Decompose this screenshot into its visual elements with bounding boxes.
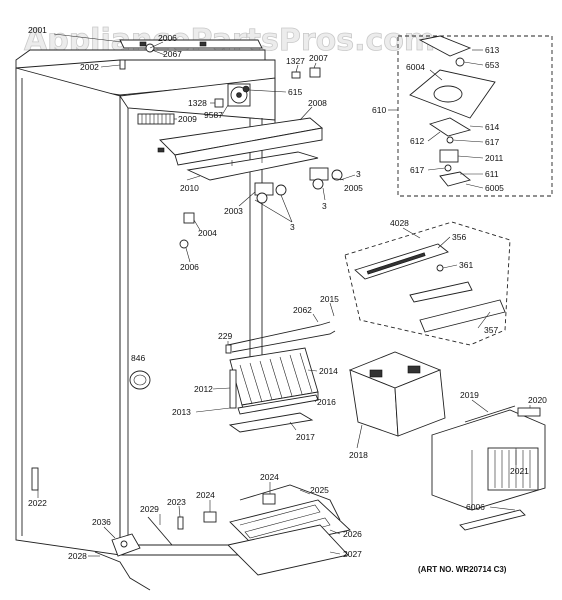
top-hinge-bracket xyxy=(119,39,263,49)
label-2012: 2012 xyxy=(194,384,213,394)
label-2008: 2008 xyxy=(308,98,327,108)
label-4028: 4028 xyxy=(390,218,409,228)
label-2024-right: 2024 xyxy=(260,472,279,482)
label-846: 846 xyxy=(131,353,145,363)
label-617-lower: 617 xyxy=(410,165,424,175)
art-number: (ART NO. WR20714 C3) xyxy=(418,565,507,574)
label-2017: 2017 xyxy=(296,432,315,442)
label-653: 653 xyxy=(485,60,499,70)
cabinet-case xyxy=(15,49,276,556)
label-2016: 2016 xyxy=(317,397,336,407)
label-3-middle: 3 xyxy=(322,201,327,211)
label-2022: 2022 xyxy=(28,498,47,508)
label-357: 357 xyxy=(484,325,498,335)
compressor-cover xyxy=(348,351,446,437)
heater-wire-2025 xyxy=(239,484,341,521)
vent-grille xyxy=(137,113,175,125)
label-2014: 2014 xyxy=(319,366,338,376)
label-2007: 2007 xyxy=(309,53,328,63)
label-617-upper: 617 xyxy=(485,137,499,147)
fan-bracket xyxy=(214,98,224,108)
label-2028: 2028 xyxy=(68,551,87,561)
label-615: 615 xyxy=(288,87,302,97)
grille-cap-2020 xyxy=(517,407,541,417)
label-2021: 2021 xyxy=(510,466,529,476)
fan-motor xyxy=(227,83,251,107)
light-socket-left xyxy=(254,182,287,204)
label-2002: 2002 xyxy=(80,62,99,72)
label-2018: 2018 xyxy=(349,450,368,460)
label-2020: 2020 xyxy=(528,395,547,405)
drain-cap-846 xyxy=(129,370,151,390)
harness-2028 xyxy=(94,551,151,591)
label-2005: 2005 xyxy=(344,183,363,193)
evaporator-cover xyxy=(157,117,324,166)
label-1327: 1327 xyxy=(286,56,305,66)
bracket-2024-right xyxy=(262,493,276,505)
base-grille xyxy=(431,409,546,511)
clip-229 xyxy=(225,344,232,354)
label-229: 229 xyxy=(218,331,232,341)
label-612: 612 xyxy=(410,136,424,146)
evaporator-plate xyxy=(186,151,319,181)
label-2019: 2019 xyxy=(460,390,479,400)
label-2026: 2026 xyxy=(343,529,362,539)
top-screw xyxy=(119,59,126,70)
label-2024-left: 2024 xyxy=(196,490,215,500)
leveling-leg-2022 xyxy=(31,467,39,491)
drier-2012 xyxy=(229,369,237,409)
label-2027: 2027 xyxy=(343,549,362,559)
condenser-tube-2015 xyxy=(231,330,336,353)
drain-pan-2027 xyxy=(227,524,349,576)
label-2015: 2015 xyxy=(320,294,339,304)
label-610: 610 xyxy=(372,105,386,115)
label-1328: 1328 xyxy=(188,98,207,108)
label-6004: 6004 xyxy=(406,62,425,72)
drain-pan-2017 xyxy=(228,412,314,433)
label-6005: 6005 xyxy=(485,183,504,193)
label-2006: 2006 xyxy=(158,33,177,43)
label-614: 614 xyxy=(485,122,499,132)
part-number-labels: 2001 2006 2067 2002 1327 2007 615 1328 9… xyxy=(28,25,547,561)
label-2004: 2004 xyxy=(198,228,217,238)
bracket-2024-left xyxy=(203,511,217,523)
condenser-tube-2062 xyxy=(227,321,331,346)
bracket-2016 xyxy=(237,394,319,415)
display-assembly-group xyxy=(344,221,511,346)
cap-2007 xyxy=(309,67,321,78)
label-9587: 9587 xyxy=(204,110,223,120)
screw-2023 xyxy=(177,516,184,530)
label-611: 611 xyxy=(485,169,499,179)
label-361: 361 xyxy=(459,260,473,270)
label-2036: 2036 xyxy=(92,517,111,527)
switch-2004 xyxy=(183,212,195,224)
label-2010: 2010 xyxy=(180,183,199,193)
label-2013: 2013 xyxy=(172,407,191,417)
label-3-right: 3 xyxy=(356,169,361,179)
bracket-1327 xyxy=(291,71,301,79)
label-613: 613 xyxy=(485,45,499,55)
leader-lines xyxy=(37,33,531,557)
relay-2036 xyxy=(111,533,141,557)
control-box-group xyxy=(397,35,553,197)
label-2001: 2001 xyxy=(28,25,47,35)
plug-2006 xyxy=(179,239,189,249)
label-2006-lower: 2006 xyxy=(180,262,199,272)
drain-tube-2029 xyxy=(147,516,173,546)
label-3-left: 3 xyxy=(290,222,295,232)
label-6006: 6006 xyxy=(466,502,485,512)
label-2029: 2029 xyxy=(140,504,159,514)
light-socket-right xyxy=(309,167,343,190)
label-356: 356 xyxy=(452,232,466,242)
grille-strip-2019 xyxy=(464,405,516,423)
label-2009: 2009 xyxy=(178,114,197,124)
label-2067: 2067 xyxy=(163,49,182,59)
label-2062: 2062 xyxy=(293,305,312,315)
grille-rail-6006 xyxy=(459,509,526,531)
label-2025: 2025 xyxy=(310,485,329,495)
label-2023: 2023 xyxy=(167,497,186,507)
label-2003: 2003 xyxy=(224,206,243,216)
label-2011: 2011 xyxy=(485,153,504,163)
